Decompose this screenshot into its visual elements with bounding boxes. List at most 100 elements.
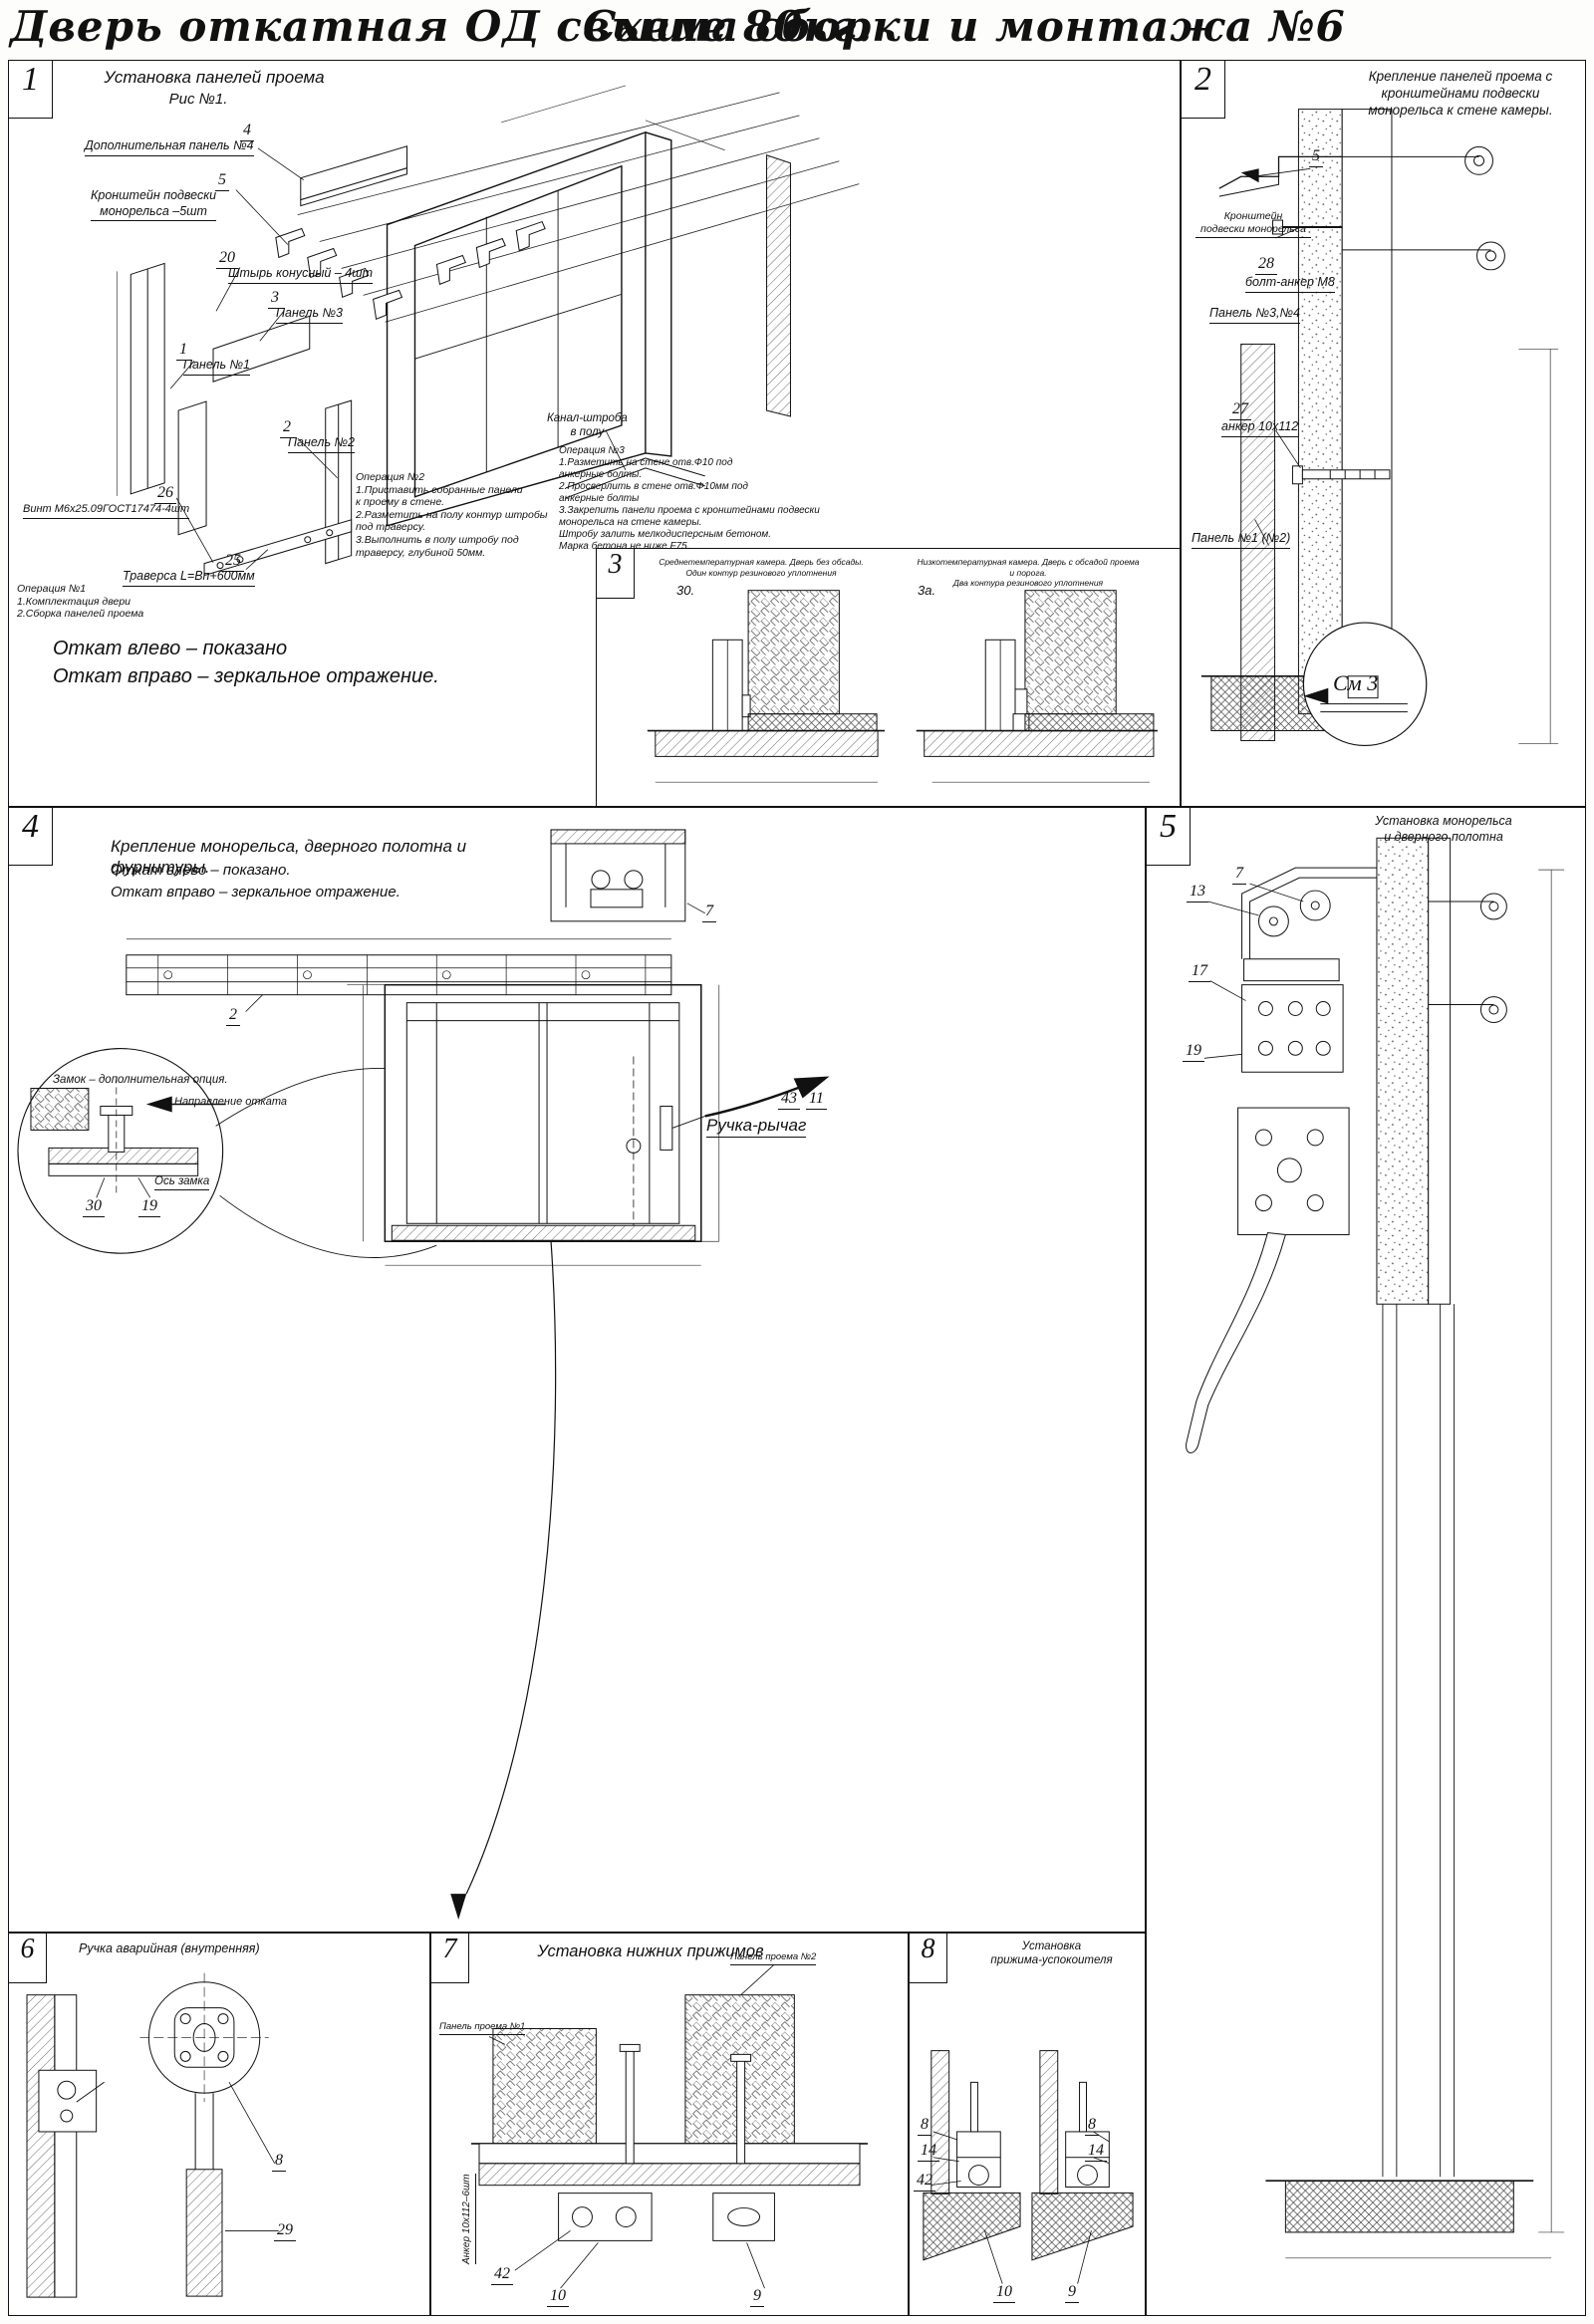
s3-label-view2: 3а. — [918, 583, 936, 598]
s6-callout-29: 29 — [274, 2221, 296, 2241]
section-1: 1 Установка панелей проема Рис №1. 4 Доп… — [8, 60, 1181, 807]
s2-callout-5: 5 — [1309, 147, 1323, 167]
s4-drawing — [17, 829, 830, 1921]
s1-label-panel3: Панель №3 — [276, 306, 344, 324]
s1-callout-5: 5 — [215, 171, 229, 191]
s5-callout-13: 13 — [1187, 883, 1208, 903]
s4-callout-2: 2 — [226, 1006, 240, 1026]
s8-callout-left-8: 8 — [918, 2116, 931, 2136]
s1-operation-1: Операция №1 1.Комплектация двери 2.Сборк… — [17, 583, 144, 621]
s1-callout-26: 26 — [154, 484, 176, 504]
s8-callout-right-14: 14 — [1085, 2142, 1107, 2162]
s4-note-slide-right: Откат вправо – зеркальное отражение. — [111, 884, 400, 901]
section-4: 4 Крепление монорельса, дверного полотна… — [8, 807, 1146, 1933]
section-5: 5 Установка монорельса и дверного полотн… — [1146, 807, 1586, 2316]
s8-callout-left-14: 14 — [918, 2142, 939, 2162]
s1-callout-25: 25 — [222, 552, 244, 572]
s1-number-badge: 1 — [9, 61, 53, 119]
section-8: 8 Установка прижима-успокоителя 8 14 42 … — [909, 1933, 1146, 2316]
s2-label-anchor-bolt: болт-анкер М8 — [1245, 275, 1335, 293]
section-2: 2 Крепление панелей проема с кронштейнам… — [1181, 60, 1586, 807]
s1-label-additional-panel: Дополнительная панель №4 — [85, 138, 254, 156]
section-7: 7 Установка нижних прижимов Панель проем… — [430, 1933, 909, 2316]
s7-number-badge: 7 — [431, 1934, 469, 1983]
s5-heading: Установка монорельса и дверного полотна — [1375, 814, 1512, 844]
s7-label-panel2: Панель проема №2 — [730, 1951, 817, 1965]
s7-label-anchor: Анкер 10х112–6шт — [461, 2174, 476, 2264]
s7-callout-42: 42 — [491, 2265, 513, 2285]
page-title-left: Дверь откатная ОД свыше 80кг. — [10, 2, 874, 51]
s4-label-slide-direction: Направление отката — [174, 1096, 288, 1108]
s4-callout-30: 30 — [83, 1197, 105, 1217]
s1-callout-2: 2 — [280, 418, 294, 438]
s7-drawing — [471, 1964, 868, 2289]
s2-callout-28: 28 — [1255, 255, 1277, 275]
s6-drawing — [26, 1972, 279, 2298]
s3-note-view1: Среднетемпературная камера. Дверь без об… — [659, 557, 864, 578]
s2-label-anchor: анкер 10х112 — [1221, 419, 1299, 437]
s4-callout-19: 19 — [138, 1197, 160, 1217]
s8-callout-10: 10 — [993, 2283, 1015, 2303]
s7-heading: Установка нижних прижимов — [537, 1942, 764, 1960]
s1-note-slide-left: Откат влево – показано — [53, 638, 288, 659]
s3-label-view1: 30. — [676, 583, 695, 598]
s1-label-panel1: Панель №1 — [183, 358, 251, 376]
s2-heading: Крепление панелей проема с кронштейнами … — [1368, 69, 1553, 118]
s4-label-lock-axis: Ось замка — [154, 1174, 210, 1191]
s6-callout-8: 8 — [272, 2152, 286, 2172]
s3-number-badge: 3 — [597, 549, 635, 599]
s1-label-screw: Винт М6х25.09ГОСТ17474-4шт — [23, 503, 190, 519]
s4-callout-11: 11 — [806, 1090, 827, 1110]
s8-callout-left-42: 42 — [914, 2172, 935, 2192]
page-title-right: Схема сборки и монтажа №6 — [583, 2, 1346, 51]
s1-operation-3: Операция №3 1.Разметить на стене отв.Ф10… — [559, 445, 820, 552]
s6-number-badge: 6 — [9, 1934, 47, 1983]
s2-label-bracket: Кронштейн подвески монорельса — [1196, 210, 1311, 239]
s5-callout-7: 7 — [1232, 865, 1246, 885]
s1-label-monorail-bracket: Кронштейн подвески монорельса –5шт — [91, 188, 217, 222]
s5-callout-19: 19 — [1183, 1042, 1204, 1062]
s1-callout-1: 1 — [176, 341, 190, 361]
s8-drawing — [923, 2050, 1134, 2284]
s3-note-view2: Низкотемпературная камера. Дверь с обсад… — [917, 557, 1140, 589]
s4-label-lever-handle: Ручка-рычаг — [706, 1115, 807, 1139]
s1-label-traverse: Траверса L=Вп+600мм — [123, 569, 255, 587]
s1-callout-4: 4 — [240, 122, 254, 141]
s1-drawing — [116, 85, 860, 577]
section-6: 6 Ручка аварийная (внутренняя) 8 29 — [8, 1933, 430, 2316]
s2-callout-27: 27 — [1229, 400, 1251, 420]
s4-number-badge: 4 — [9, 808, 53, 866]
s1-heading: Установка панелей проема — [104, 68, 325, 87]
s4-heading: Крепление монорельса, дверного полотна и… — [111, 837, 467, 878]
s4-label-lock-option: Замок – дополнительная опция. — [53, 1074, 228, 1086]
s4-callout-43: 43 — [778, 1090, 800, 1110]
s2-drawing — [1200, 109, 1559, 747]
s1-label-panel2: Панель №2 — [288, 435, 356, 453]
s1-note-slide-right: Откат вправо – зеркальное отражение. — [53, 665, 439, 687]
s8-callout-9: 9 — [1065, 2283, 1079, 2303]
s7-callout-9: 9 — [750, 2287, 764, 2307]
s1-callout-20: 20 — [216, 249, 238, 269]
s8-callout-right-8: 8 — [1085, 2116, 1099, 2136]
s1-figure-label: Рис №1. — [168, 91, 228, 108]
s3-drawing — [647, 590, 1158, 783]
s5-drawing — [1186, 837, 1565, 2259]
s5-number-badge: 5 — [1147, 808, 1191, 866]
s6-heading: Ручка аварийная (внутренняя) — [79, 1941, 260, 1955]
s2-label-panel34: Панель №3,№4 — [1209, 306, 1300, 324]
s1-operation-2: Операция №2 1.Приставить собранные панел… — [356, 471, 548, 559]
s2-label-panel12: Панель №1 (№2) — [1192, 531, 1291, 549]
s8-heading: Установка прижима-успокоителя — [990, 1940, 1113, 1967]
s1-label-floor-channel: Канал-штроба в полу — [547, 412, 628, 439]
s8-number-badge: 8 — [910, 1934, 947, 1983]
s7-callout-10: 10 — [547, 2287, 569, 2307]
s1-label-cone-pin: Штырь конусный – 4шт — [228, 266, 374, 284]
s7-label-panel1: Панель проема №1 — [439, 2021, 526, 2035]
s4-note-slide-left: Откат влево – показано. — [111, 862, 291, 879]
s2-number-badge: 2 — [1182, 61, 1225, 119]
s5-callout-17: 17 — [1189, 962, 1210, 982]
section-3: 3 Среднетемпературная камера. Дверь без … — [596, 548, 1181, 807]
s2-see-detail-3: См 3 — [1333, 670, 1379, 695]
s1-callout-3: 3 — [268, 289, 282, 309]
